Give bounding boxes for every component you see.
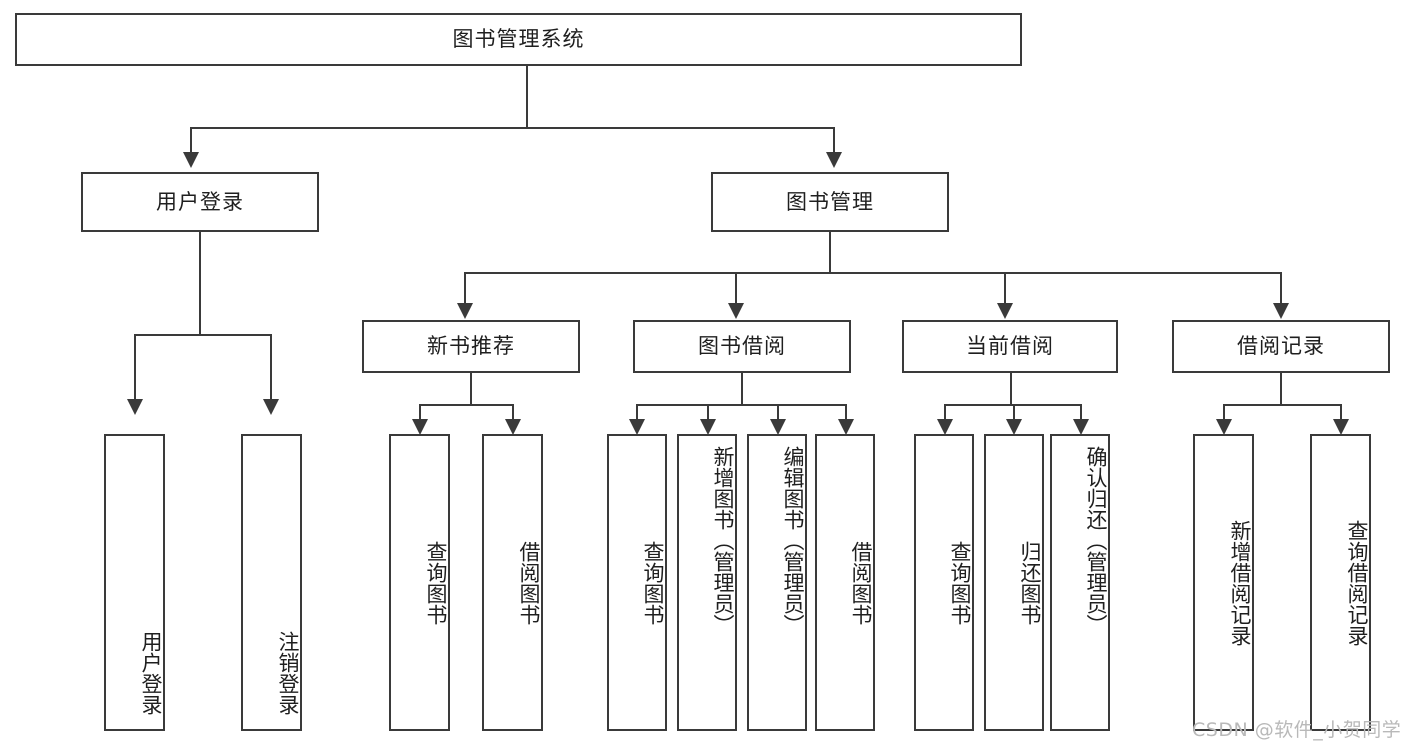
arrow-to-leaf-add-book <box>700 419 716 435</box>
connector-book-management-stem <box>829 232 831 273</box>
connector-level3-drop-4 <box>1280 272 1282 304</box>
connector-book-borrow-bus <box>636 404 846 406</box>
connector-user-login-drop-2 <box>270 334 272 400</box>
connector-new-book-drop-2 <box>512 404 514 420</box>
leaf-label: 查询借阅记录 <box>1345 519 1369 646</box>
node-label: 借阅记录 <box>1237 334 1325 359</box>
arrow-to-current-borrow <box>997 303 1013 319</box>
connector-current-borrow-drop-3 <box>1080 404 1082 420</box>
connector-level2-drop-left <box>190 127 192 153</box>
connector-user-login-bus <box>134 334 271 336</box>
connector-level2-bus <box>190 127 834 129</box>
leaf-query-book-borrow[interactable]: 查询图书 <box>607 434 667 731</box>
arrow-to-leaf-add-record <box>1216 419 1232 435</box>
connector-book-borrow-stem <box>741 373 743 405</box>
arrow-to-leaf-query-book-1 <box>412 419 428 435</box>
node-label: 图书借阅 <box>698 334 786 359</box>
connector-current-borrow-drop-2 <box>1013 404 1015 420</box>
connector-current-borrow-drop-1 <box>944 404 946 420</box>
leaf-label: 编辑图书（管理员） <box>781 446 805 635</box>
arrow-to-leaf-borrow-book-2 <box>838 419 854 435</box>
arrow-to-leaf-query-book-3 <box>937 419 953 435</box>
arrow-to-book-borrow <box>728 303 744 319</box>
arrow-to-leaf-edit-book <box>770 419 786 435</box>
arrow-to-leaf-return-book <box>1006 419 1022 435</box>
connector-current-borrow-stem <box>1010 373 1012 405</box>
csdn-watermark: CSDN @软件_小贺同学 <box>1192 719 1402 741</box>
arrow-to-leaf-query-book-2 <box>629 419 645 435</box>
connector-root-stem <box>526 66 528 128</box>
connector-book-borrow-drop-1 <box>636 404 638 420</box>
leaf-edit-book-admin[interactable]: 编辑图书（管理员） <box>747 434 807 731</box>
node-root-book-management-system[interactable]: 图书管理系统 <box>15 13 1022 66</box>
connector-borrow-record-bus <box>1223 404 1341 406</box>
connector-level3-drop-2 <box>735 272 737 304</box>
node-borrow-record[interactable]: 借阅记录 <box>1172 320 1390 373</box>
leaf-label: 用户登录 <box>139 631 163 715</box>
arrow-to-borrow-record <box>1273 303 1289 319</box>
leaf-label: 查询图书 <box>424 540 448 625</box>
connector-borrow-record-drop-2 <box>1340 404 1342 420</box>
leaf-logout[interactable]: 注销登录 <box>241 434 302 731</box>
arrow-to-leaf-query-record <box>1333 419 1349 435</box>
node-label: 当前借阅 <box>966 334 1054 359</box>
arrow-to-leaf-user-login <box>127 399 143 415</box>
connector-current-borrow-bus <box>944 404 1081 406</box>
leaf-label: 借阅图书 <box>849 540 873 625</box>
leaf-label: 查询图书 <box>641 540 665 625</box>
arrow-to-leaf-borrow-book-1 <box>505 419 521 435</box>
leaf-label: 确认归还（管理员） <box>1084 446 1108 635</box>
node-current-borrow[interactable]: 当前借阅 <box>902 320 1118 373</box>
node-book-borrow[interactable]: 图书借阅 <box>633 320 851 373</box>
node-label: 图书管理 <box>786 189 874 214</box>
leaf-label: 查询图书 <box>948 540 972 625</box>
leaf-label: 新增借阅记录 <box>1228 519 1252 646</box>
arrow-to-user-login <box>183 152 199 168</box>
connector-book-borrow-drop-3 <box>777 404 779 420</box>
leaf-label: 借阅图书 <box>517 540 541 625</box>
connector-user-login-drop-1 <box>134 334 136 400</box>
leaf-confirm-return-admin[interactable]: 确认归还（管理员） <box>1050 434 1110 731</box>
leaf-label: 归还图书 <box>1018 540 1042 625</box>
connector-borrow-record-drop-1 <box>1223 404 1225 420</box>
node-label: 新书推荐 <box>427 334 515 359</box>
connector-book-borrow-drop-2 <box>707 404 709 420</box>
leaf-add-book-admin[interactable]: 新增图书（管理员） <box>677 434 737 731</box>
leaf-label: 新增图书（管理员） <box>711 446 735 635</box>
leaf-query-book-current[interactable]: 查询图书 <box>914 434 974 731</box>
arrow-to-new-book-recommend <box>457 303 473 319</box>
node-label: 图书管理系统 <box>452 27 585 52</box>
connector-level3-drop-3 <box>1004 272 1006 304</box>
connector-user-login-stem <box>199 232 201 335</box>
leaf-label: 注销登录 <box>276 631 300 715</box>
leaf-query-book-recommend[interactable]: 查询图书 <box>389 434 450 731</box>
leaf-query-borrow-record[interactable]: 查询借阅记录 <box>1310 434 1371 731</box>
connector-new-book-drop-1 <box>419 404 421 420</box>
connector-new-book-bus <box>419 404 513 406</box>
connector-level3-bus <box>464 272 1281 274</box>
arrow-to-leaf-logout <box>263 399 279 415</box>
node-label: 用户登录 <box>156 189 244 214</box>
arrow-to-leaf-confirm-return <box>1073 419 1089 435</box>
connector-level3-drop-1 <box>464 272 466 304</box>
connector-book-borrow-drop-4 <box>845 404 847 420</box>
arrow-to-book-management <box>826 152 842 168</box>
connector-level2-drop-right <box>833 127 835 153</box>
connector-new-book-stem <box>470 373 472 405</box>
leaf-add-borrow-record[interactable]: 新增借阅记录 <box>1193 434 1254 731</box>
leaf-return-book[interactable]: 归还图书 <box>984 434 1044 731</box>
leaf-borrow-book-borrow[interactable]: 借阅图书 <box>815 434 875 731</box>
leaf-user-login[interactable]: 用户登录 <box>104 434 165 731</box>
node-new-book-recommend[interactable]: 新书推荐 <box>362 320 580 373</box>
node-user-login[interactable]: 用户登录 <box>81 172 319 232</box>
node-book-management[interactable]: 图书管理 <box>711 172 949 232</box>
connector-borrow-record-stem <box>1280 373 1282 405</box>
leaf-borrow-book-recommend[interactable]: 借阅图书 <box>482 434 543 731</box>
